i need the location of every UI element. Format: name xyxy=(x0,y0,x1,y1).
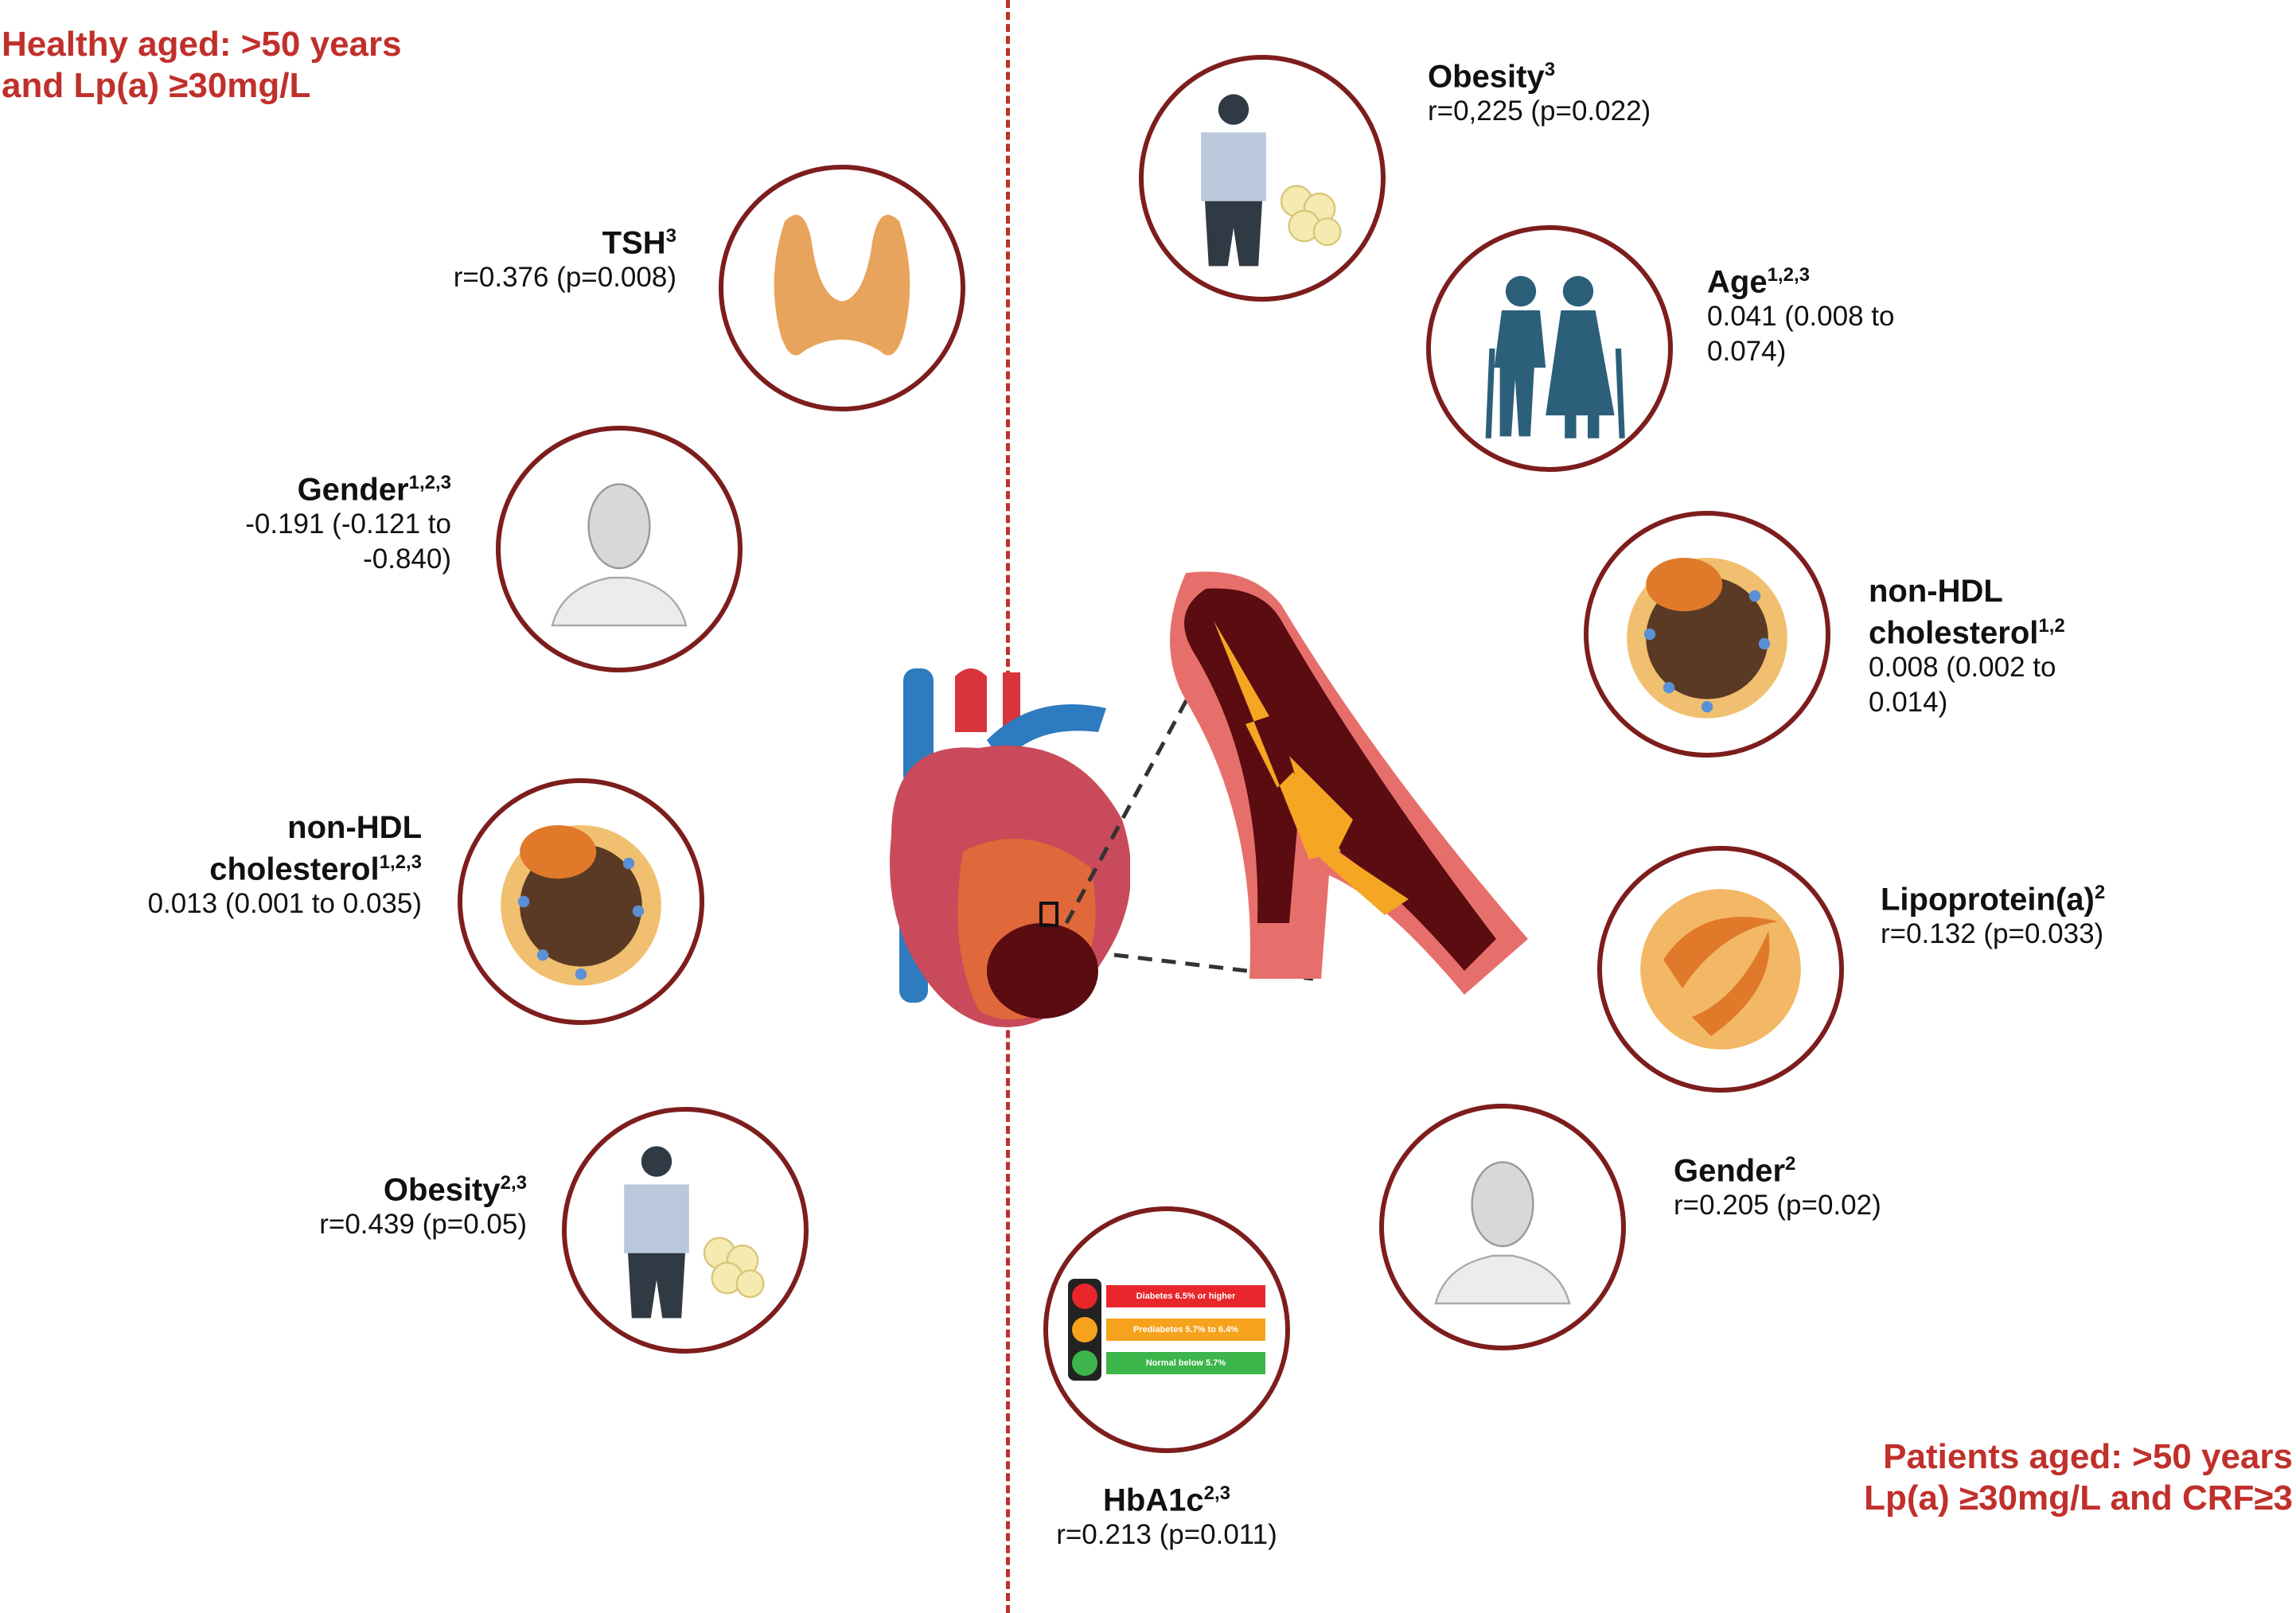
heart-icon xyxy=(890,668,1130,1027)
factor-gender-healthy: Gender1,2,3 -0.191 (-0.121 to -0.840) xyxy=(245,466,451,577)
healthy-label-line2: and Lp(a) ≥30mg/L xyxy=(2,66,311,105)
factor-name: Obesity xyxy=(383,1172,501,1208)
factor-name: Lipoprotein(a) xyxy=(1881,882,2095,918)
green-light xyxy=(1072,1350,1097,1376)
amber-light xyxy=(1072,1317,1097,1342)
factor-obesity-healthy: Obesity2,3 r=0.439 (p=0.05) xyxy=(319,1166,527,1242)
factor-ref: 2,3 xyxy=(1203,1482,1231,1504)
factor-name: Gender xyxy=(297,472,409,508)
tsh-circle xyxy=(719,165,965,411)
factor-ref: 1,2,3 xyxy=(379,851,422,873)
factor-obesity-patient: Obesity3 r=0,225 (p=0.022) xyxy=(1428,53,1651,129)
healthy-label-line1: Healthy aged: >50 years xyxy=(2,25,402,64)
hba1c-circle: Diabetes 6.5% or higher Prediabetes 5.7%… xyxy=(1043,1206,1290,1453)
factor-name: TSH xyxy=(602,225,666,261)
factor-ref: 2 xyxy=(1785,1153,1796,1175)
factor-name: non-HDL cholesterol xyxy=(209,810,422,887)
factor-ref: 3 xyxy=(1544,59,1556,80)
nonhdl-healthy-circle xyxy=(458,778,704,1025)
factor-tsh: TSH3 r=0.376 (p=0.008) xyxy=(454,219,676,295)
factor-value: 0.008 (0.002 to 0.014) xyxy=(1869,652,2056,719)
factor-value: -0.191 (-0.121 to -0.840) xyxy=(245,508,451,575)
factor-value: 0.013 (0.001 to 0.035) xyxy=(147,888,422,920)
gender-healthy-circle xyxy=(496,426,743,672)
factor-name: HbA1c xyxy=(1102,1482,1204,1518)
factor-ref: 2 xyxy=(2094,882,2106,903)
lipoprotein-a-circle xyxy=(1597,846,1844,1093)
hba1c-normal-band: Normal below 5.7% xyxy=(1106,1352,1265,1374)
factor-nonhdl-healthy: non-HDL cholesterol1,2,3 0.013 (0.001 to… xyxy=(148,810,422,921)
age-circle xyxy=(1426,225,1673,472)
obese-person-icon xyxy=(624,1146,765,1319)
factor-value: r=0.205 (p=0.02) xyxy=(1674,1190,1881,1221)
factor-name: Age xyxy=(1707,264,1768,300)
factor-ref: 1,2 xyxy=(2038,615,2065,637)
factor-value: r=0.213 (p=0.011) xyxy=(1056,1519,1277,1551)
red-light xyxy=(1072,1284,1097,1309)
lipoprotein-a-icon xyxy=(1640,889,1801,1050)
factor-age: Age1,2,3 0.041 (0.008 to 0.074) xyxy=(1707,258,1894,369)
patients-label-line1: Patients aged: >50 years xyxy=(1883,1437,2293,1476)
artery-plaque-icon xyxy=(1064,571,1528,995)
factor-name: Gender xyxy=(1674,1153,1786,1189)
gender-patient-circle xyxy=(1379,1104,1626,1350)
traffic-light-icon: Diabetes 6.5% or higher Prediabetes 5.7%… xyxy=(1068,1279,1265,1381)
obesity-patient-circle xyxy=(1139,55,1386,302)
factor-value: r=0,225 (p=0.022) xyxy=(1428,95,1651,127)
healthy-group-label: Healthy aged: >50 years and Lp(a) ≥30mg/… xyxy=(2,24,402,107)
factor-value: r=0.376 (p=0.008) xyxy=(453,262,676,294)
factor-lipoprotein-a: Lipoprotein(a)2 r=0.132 (p=0.033) xyxy=(1881,875,2105,952)
thyroid-icon xyxy=(774,215,910,356)
factor-name: non-HDL cholesterol xyxy=(1869,574,2039,651)
factor-gender-patient: Gender2 r=0.205 (p=0.02) xyxy=(1674,1147,1881,1223)
traffic-light-housing xyxy=(1068,1279,1101,1381)
lipoprotein-particle-icon xyxy=(501,825,661,986)
factor-nonhdl-patient: non-HDL cholesterol1,2 0.008 (0.002 to 0… xyxy=(1869,574,2065,720)
factor-ref: 1,2,3 xyxy=(1767,264,1810,286)
person-head-icon xyxy=(1434,1161,1571,1305)
factor-ref: 2,3 xyxy=(500,1172,527,1194)
factor-ref: 1,2,3 xyxy=(408,472,451,493)
patients-label-line2: Lp(a) ≥30mg/L and CRF≥3 xyxy=(1864,1479,2293,1518)
nonhdl-patient-circle xyxy=(1584,511,1830,758)
person-head-icon xyxy=(551,483,688,627)
lipoprotein-particle-icon xyxy=(1627,558,1787,719)
factor-name: Obesity xyxy=(1428,59,1545,95)
factor-value: r=0.439 (p=0.05) xyxy=(319,1209,527,1241)
factor-value: r=0.132 (p=0.033) xyxy=(1881,918,2104,950)
factor-value: 0.041 (0.008 to 0.074) xyxy=(1707,301,1895,368)
factor-hba1c: HbA1c2,3 r=0.213 (p=0.011) xyxy=(1008,1476,1326,1553)
hba1c-prediabetes-band: Prediabetes 5.7% to 6.4% xyxy=(1106,1319,1265,1341)
obese-person-icon xyxy=(1201,94,1342,267)
elderly-couple-icon xyxy=(1485,275,1625,438)
obesity-healthy-circle xyxy=(562,1107,809,1354)
factor-ref: 3 xyxy=(665,225,676,247)
hba1c-diabetes-band: Diabetes 6.5% or higher xyxy=(1106,1285,1265,1307)
patients-group-label: Patients aged: >50 years Lp(a) ≥30mg/L a… xyxy=(1864,1436,2293,1519)
